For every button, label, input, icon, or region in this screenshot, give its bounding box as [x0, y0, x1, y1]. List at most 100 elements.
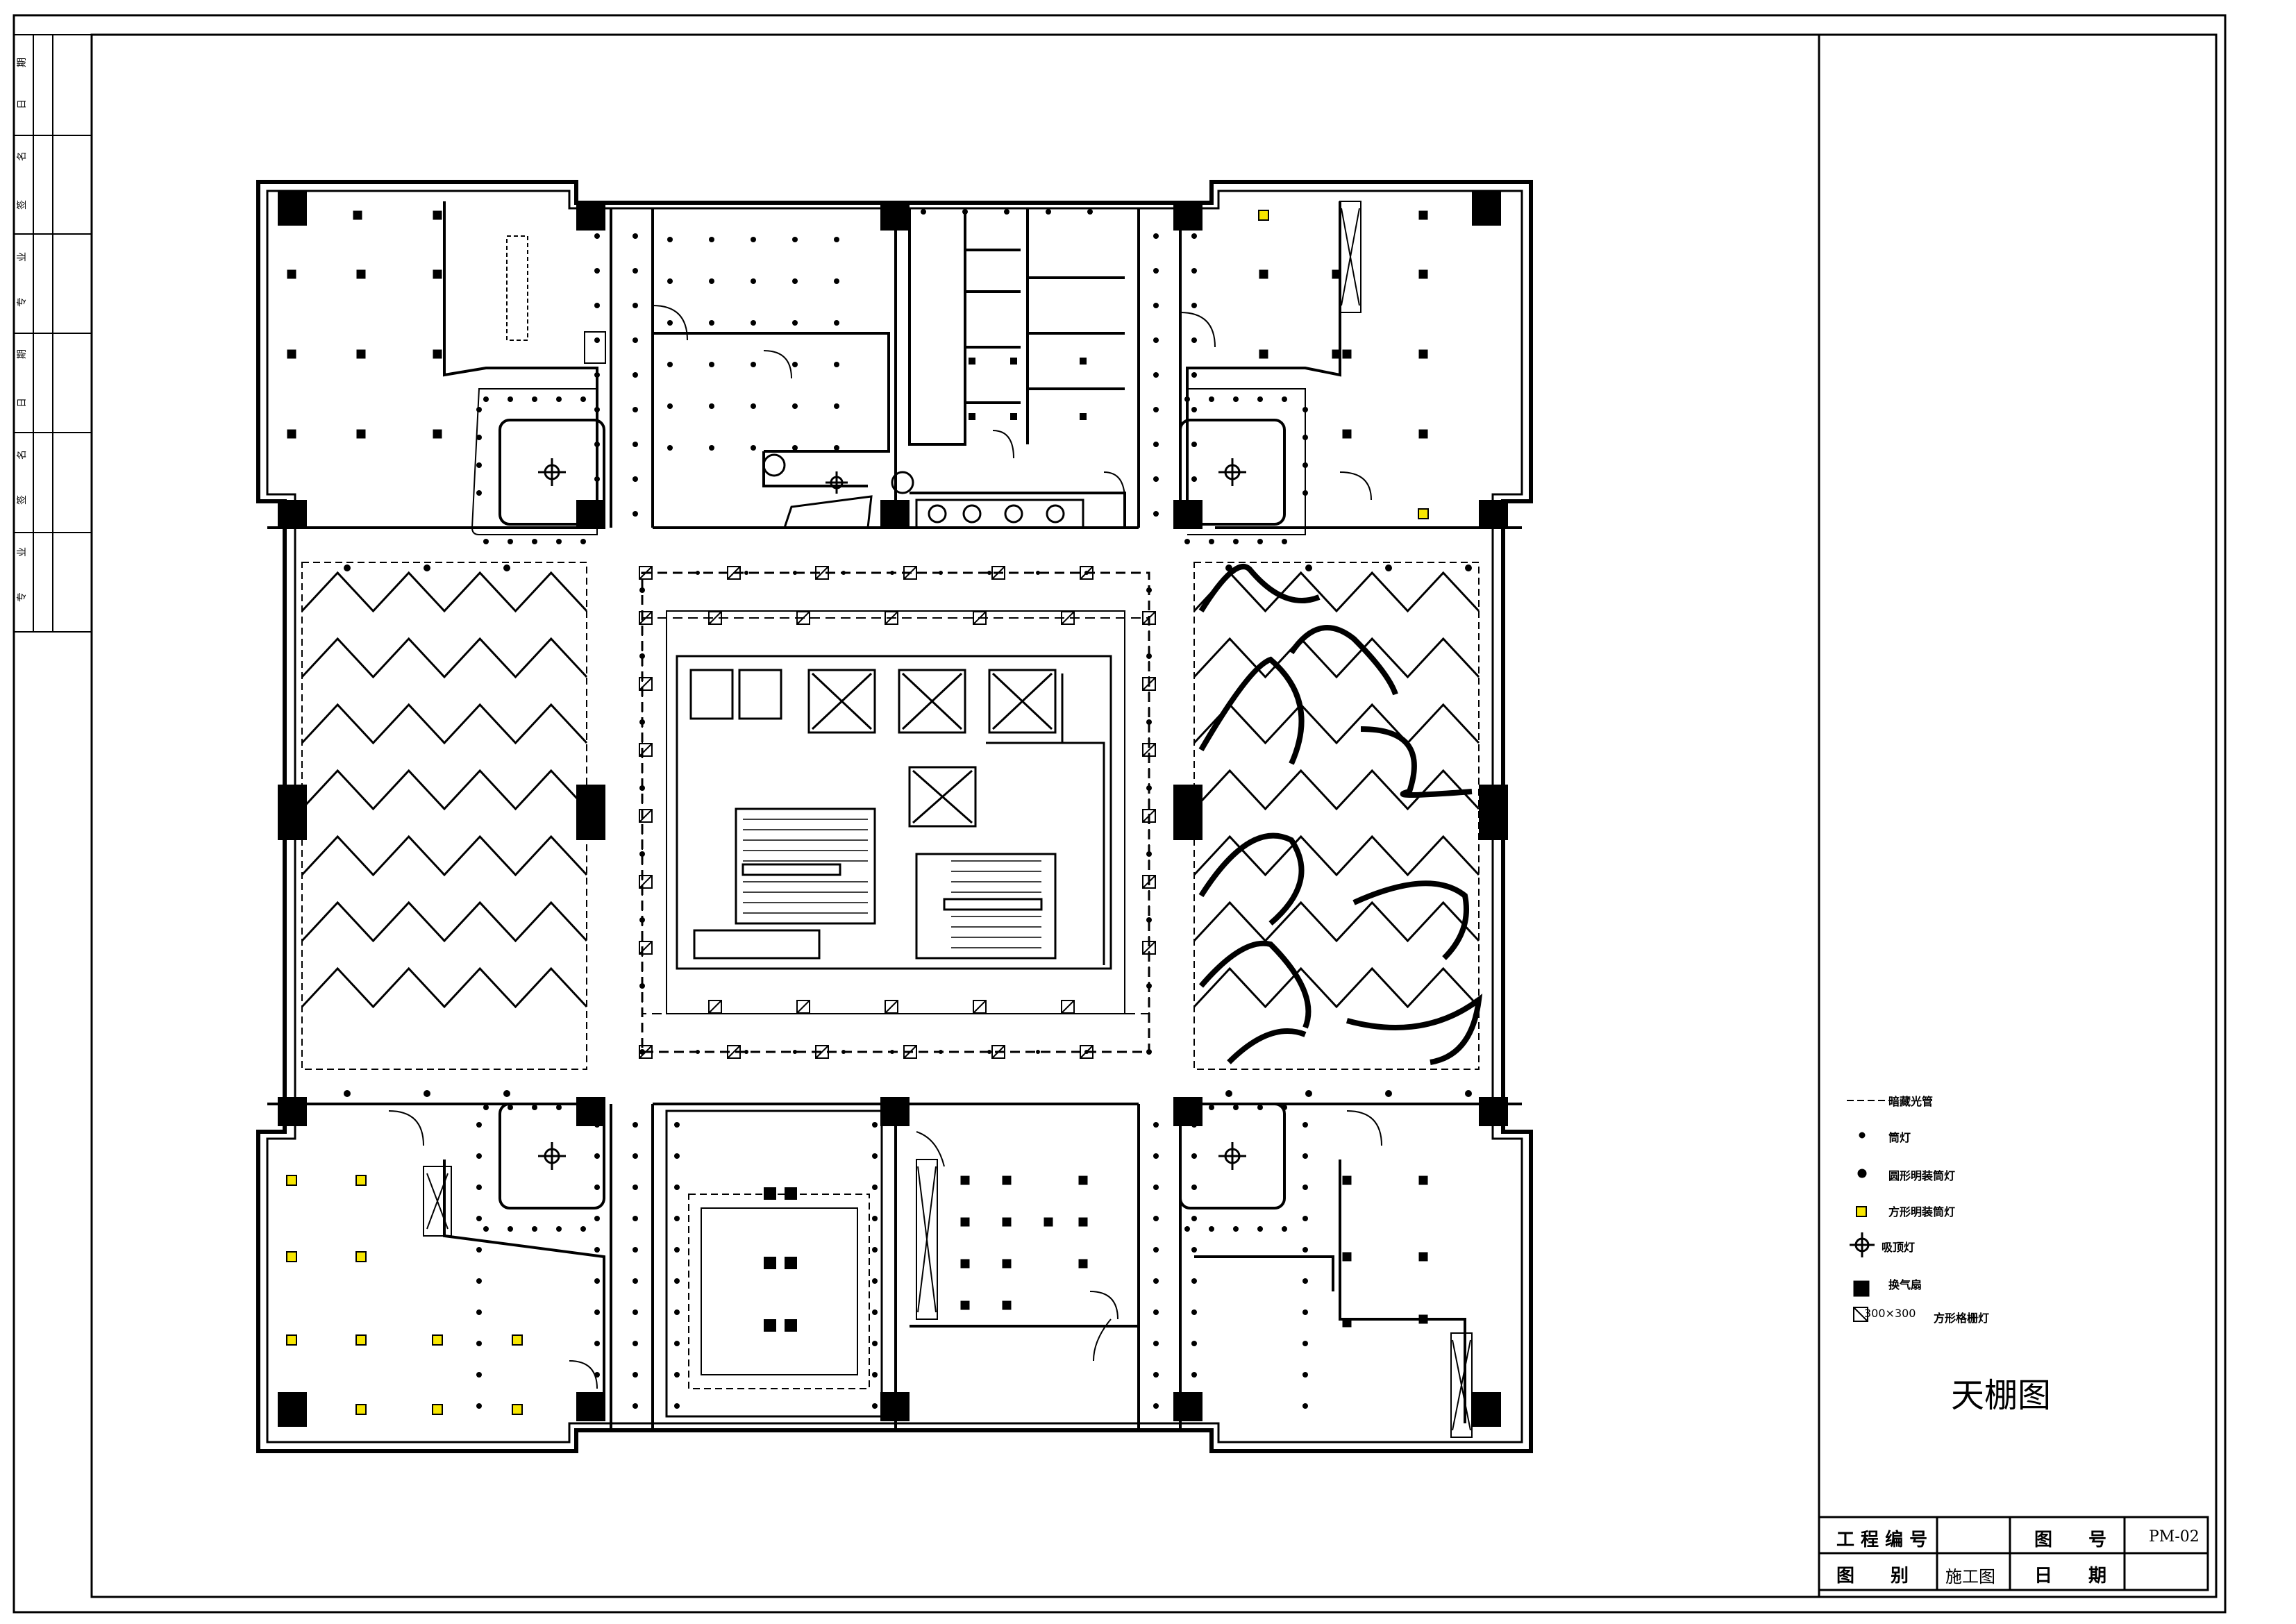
grille-light — [708, 1000, 722, 1014]
sidebar-label: 签 — [17, 495, 28, 505]
downlight-dot — [939, 1050, 943, 1054]
exhaust-fan-square — [356, 349, 366, 359]
downlight-dot — [987, 1050, 991, 1054]
exhaust-fan-square — [960, 1259, 970, 1269]
downlight-dot — [639, 653, 645, 659]
sidebar-label: 名 — [17, 450, 28, 460]
downlight-dot — [594, 442, 600, 447]
downlight-dot — [841, 1050, 846, 1054]
grille-light — [727, 1045, 741, 1059]
exhaust-fan-square — [1332, 349, 1341, 359]
downlight-dot — [1191, 1122, 1197, 1128]
downlight-dot — [841, 571, 846, 575]
grille-light-hatch — [885, 611, 898, 625]
sidebar-label: 业 — [17, 547, 28, 557]
yellow-square-light — [512, 1334, 523, 1346]
downlight-dot — [709, 362, 714, 367]
downlight-dot — [1233, 396, 1239, 402]
downlight-dot — [1004, 209, 1009, 215]
downlight-dot — [674, 1216, 680, 1221]
zigzag-line — [301, 835, 588, 877]
exhaust-fan-square — [287, 429, 296, 439]
grille-light — [885, 611, 898, 625]
downlight-dot — [594, 372, 600, 378]
downlight-dot — [508, 539, 513, 544]
zigzag-line — [301, 637, 588, 679]
grille-light-hatch — [1061, 1000, 1075, 1014]
exhaust-fan-square — [1332, 269, 1341, 279]
zigzag-line — [1193, 769, 1480, 811]
grille-light — [796, 611, 810, 625]
downlight-dot — [1153, 476, 1159, 482]
grille-light-hatch — [708, 1000, 722, 1014]
downlight-dot — [962, 209, 968, 215]
downlight-dot — [556, 1226, 562, 1232]
downlight-dot — [834, 278, 839, 284]
downlight-dot — [1302, 407, 1308, 412]
downlight-dot — [594, 476, 600, 482]
downlight-dot — [1191, 476, 1197, 482]
grille-light-hatch — [639, 941, 653, 955]
downlight-dot — [834, 320, 839, 326]
legend-graphics — [1847, 1100, 1892, 1322]
grille-light-hatch — [1142, 809, 1156, 823]
exhaust-fan-square — [1002, 1217, 1012, 1227]
downlight-dot — [674, 1341, 680, 1346]
downlight-dot — [508, 1105, 513, 1110]
exhaust-fan-square — [969, 413, 975, 420]
downlight-dot — [1184, 1226, 1190, 1232]
interior-walls — [267, 201, 1522, 1438]
sidebar-label: 期 — [17, 349, 28, 359]
downlight-dot — [1184, 1105, 1190, 1110]
exhaust-fan-square — [1078, 1175, 1088, 1185]
downlight-dot — [1302, 1216, 1308, 1221]
exhaust-fan-squares — [287, 210, 1428, 1328]
downlight-dot — [1465, 564, 1472, 571]
exhaust-fan-square — [1078, 1217, 1088, 1227]
drawing-no-value: PM-02 — [2149, 1528, 2199, 1546]
downlight-dot — [1153, 442, 1159, 447]
downlight-dot — [1153, 303, 1159, 308]
grille-light — [1061, 611, 1075, 625]
downlight-dot — [532, 1105, 537, 1110]
downlight-dot — [632, 511, 638, 517]
downlight-dot — [1153, 1247, 1159, 1253]
downlight-dot — [1146, 917, 1152, 923]
downlight-dot — [594, 1309, 600, 1315]
downlight-dot — [1465, 1090, 1472, 1097]
exhaust-fan-square — [287, 269, 296, 279]
downlight-dot — [632, 476, 638, 482]
exhaust-fan-square — [1418, 1175, 1428, 1185]
zigzag-line — [1193, 835, 1480, 877]
downlight-dot — [594, 1278, 600, 1284]
sidebar-label: 签 — [17, 200, 28, 210]
grille-light-hatch — [639, 743, 653, 757]
core-elevators-stairs — [689, 669, 1105, 965]
grille-light — [639, 809, 653, 823]
downlight-dot — [751, 320, 756, 326]
project-no-label: 工 程 编 号 — [1836, 1530, 1928, 1550]
downlight-dot — [1153, 1403, 1159, 1409]
downlight-dot — [1191, 1216, 1197, 1221]
downlight-dot — [872, 1184, 878, 1190]
title-block — [1818, 1516, 2209, 1591]
core-cove-lighting — [641, 571, 1150, 1053]
grille-light-hatch — [796, 611, 810, 625]
decorative-swirl-ceiling-right — [1193, 562, 1483, 1070]
downlight-dot — [483, 1105, 489, 1110]
downlight-dot — [1153, 233, 1159, 239]
downlight-dot — [792, 362, 798, 367]
downlight-dot — [793, 571, 797, 575]
grille-light — [973, 1000, 987, 1014]
exhaust-fan-square — [1259, 269, 1268, 279]
downlight-dot — [667, 320, 673, 326]
downlight-dot — [696, 1050, 700, 1054]
downlight-dot — [1153, 1278, 1159, 1284]
downlight-dot — [1146, 587, 1152, 593]
sink-fixtures — [762, 453, 1084, 529]
downlight-dot — [1302, 1278, 1308, 1284]
downlight-dot — [632, 1278, 638, 1284]
grille-light-hatch — [1142, 677, 1156, 691]
downlight-dot — [632, 1122, 638, 1128]
downlight-dot — [476, 1216, 482, 1221]
